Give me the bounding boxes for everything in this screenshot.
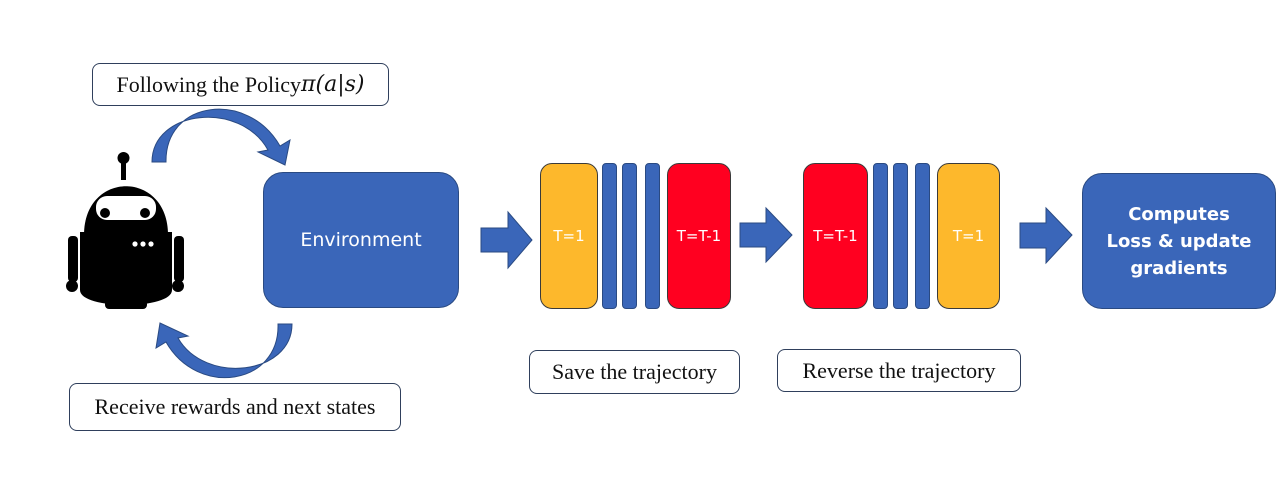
reversed-step-last: T=1 [937, 163, 1000, 309]
trajectory-step-last: T=T-1 [667, 163, 731, 309]
policy-math: π(a|s) [301, 72, 365, 97]
curved-arrow-policy [151, 108, 291, 166]
arrow-right-icon [480, 210, 533, 270]
environment-node: Environment [263, 172, 459, 308]
reversed-step [893, 163, 908, 309]
compute-loss-node: Computes Loss & update gradients [1082, 173, 1276, 309]
reversed-step-first: T=T-1 [803, 163, 868, 309]
reverse-label: Reverse the trajectory [777, 349, 1021, 392]
trajectory-step [645, 163, 660, 309]
arrow-right-icon [1019, 206, 1073, 265]
curved-arrow-rewards [155, 322, 293, 378]
policy-text: Following the Policy [116, 71, 302, 97]
trajectory-step [602, 163, 617, 309]
save-label: Save the trajectory [529, 350, 740, 394]
trajectory-step-first: T=1 [540, 163, 598, 309]
arrow-right-icon [739, 206, 793, 264]
receive-label: Receive rewards and next states [69, 383, 401, 431]
reversed-step [873, 163, 888, 309]
trajectory-step [622, 163, 637, 309]
robot-icon [66, 152, 184, 309]
policy-label: Following the Policy π(a|s) [92, 63, 389, 106]
reversed-step [915, 163, 930, 309]
